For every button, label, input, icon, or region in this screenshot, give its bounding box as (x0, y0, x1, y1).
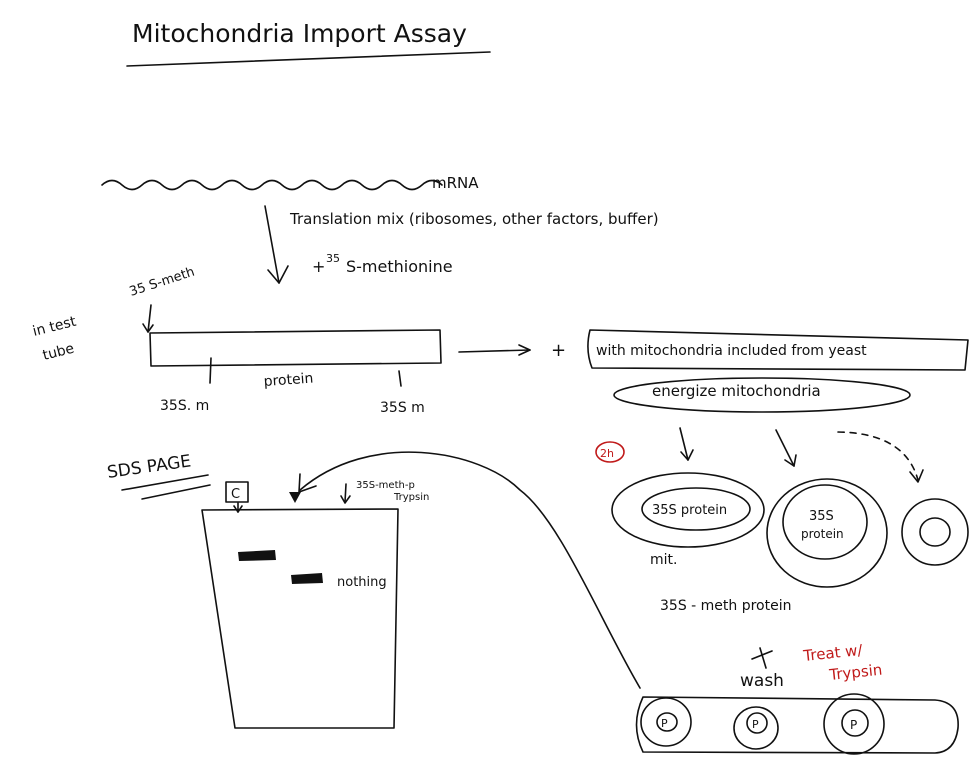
mito-outer-1 (611, 472, 765, 548)
energize-text: energize mitochondria (652, 382, 821, 400)
left-note-line2: tube (41, 341, 76, 364)
two-h-label: 2h (600, 447, 614, 460)
bottom-tube (635, 696, 959, 754)
mito-outer-3 (901, 498, 969, 566)
lane-2-marker (289, 492, 301, 503)
methionine-plus: + (312, 257, 325, 276)
energize-oval (613, 377, 911, 413)
mito-outer-2 (766, 478, 888, 588)
lane-c-label: C (231, 487, 240, 502)
title-underline (126, 51, 491, 67)
mrna-label: mRNA (432, 174, 479, 192)
bottom-mito-2-outer (733, 706, 779, 750)
s35m-left-label: 35S. m (160, 398, 209, 414)
mito-protein-2-line1: 35S (809, 509, 834, 524)
with-mito-text: with mitochondria included from yeast (596, 343, 867, 359)
mito-arrow-2-head (784, 454, 797, 467)
p-label-3: P (850, 718, 857, 732)
protein-tick-right (398, 370, 402, 387)
lane-3-pointer (344, 483, 347, 503)
bottom-mito-3-inner (841, 709, 869, 737)
mito-protein-1-text: 35S protein (652, 503, 727, 518)
plus-sign: + (551, 340, 566, 361)
lane-c-box (225, 481, 249, 503)
mito-box (587, 329, 969, 371)
meth-pointer-line (147, 304, 152, 333)
bottom-mito-3-outer (823, 693, 885, 755)
left-note-line1: in test (31, 314, 78, 340)
mito-arrow-3-head (909, 469, 924, 483)
mito-arrow-2 (775, 429, 795, 467)
lane-note-line1: 35S-meth-p (356, 480, 415, 491)
mito-arrow-3-dashed (837, 431, 919, 481)
treat-line2: Trypsin (828, 661, 884, 685)
protein-tick-left (209, 357, 212, 384)
sds-page-label: SDS PAGE (106, 451, 192, 483)
title-text: Mitochondria Import Assay (132, 19, 467, 48)
methionine-sup: 35 (326, 252, 340, 265)
lane-3-pointer-head (340, 495, 351, 504)
gel-band-1 (238, 550, 276, 561)
treat-line1: Treat w/ (802, 641, 865, 665)
mito-arrow-1 (679, 427, 689, 461)
two-h-circle (595, 441, 625, 463)
wash-label: wash (740, 671, 784, 691)
lane-note-line2: Trypsin (393, 492, 429, 503)
sds-gel (201, 508, 399, 729)
down-arrow-head (267, 265, 289, 284)
right-arrow-line (458, 349, 531, 353)
sds-underline-1 (121, 474, 209, 491)
bottom-mito-1-inner (656, 712, 678, 732)
s35-meth-protein-label: 35S - meth protein (660, 598, 791, 614)
p-label-2: P (752, 718, 759, 731)
wash-mark-b (759, 647, 767, 669)
nothing-label: nothing (337, 575, 387, 590)
right-arrow-head (518, 344, 531, 356)
long-curve-arrow (299, 451, 641, 689)
sds-underline-2 (141, 484, 211, 500)
protein-bar (149, 329, 442, 367)
lane-c-pointer-head (233, 505, 243, 513)
meth-pointer-head (142, 323, 154, 333)
protein-label: protein (263, 371, 314, 390)
mito-inner-1 (641, 487, 751, 531)
down-arrow-line (264, 205, 280, 284)
mito-inner-3 (919, 517, 951, 547)
methionine-text: S-methionine (346, 257, 453, 276)
p-label-1: P (661, 717, 668, 730)
mrna-wave (101, 179, 443, 191)
translation-mix-text: Translation mix (ribosomes, other factor… (289, 210, 659, 228)
mito-inner-2 (782, 484, 868, 560)
long-curve-arrow-head (298, 473, 317, 493)
bottom-mito-2-inner (746, 712, 768, 734)
s35m-right-label: 35S m (380, 400, 425, 416)
gel-band-2 (291, 573, 323, 584)
mito-arrow-1-head (680, 449, 694, 461)
bottom-mito-1-outer (640, 697, 692, 747)
s35-meth-top: 35 S-meth (128, 265, 197, 300)
mito-protein-2-line2: protein (801, 527, 844, 541)
mit-label: mit. (650, 552, 677, 568)
